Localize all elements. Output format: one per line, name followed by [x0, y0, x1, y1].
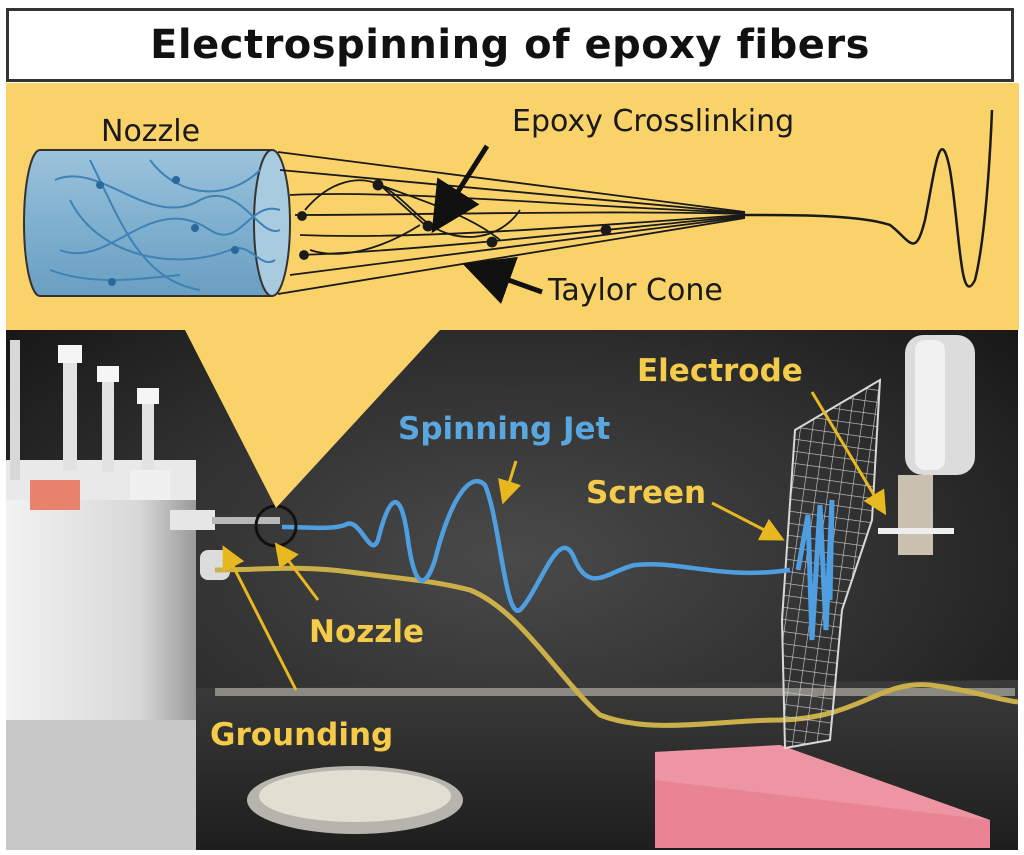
- taylor-cone-label: Taylor Cone: [547, 273, 723, 308]
- title-box: Electrospinning of epoxy fibers: [6, 8, 1014, 82]
- nozzle-cylinder: [23, 149, 291, 297]
- taylor-cone-arrow: [462, 256, 543, 304]
- spinning-jet-label: Spinning Jet: [398, 411, 611, 447]
- spinning-jet-arrow: [498, 460, 522, 505]
- inset-nozzle-label: Nozzle: [101, 114, 200, 149]
- screen-label: Screen: [586, 475, 706, 511]
- grounding-label: Grounding: [210, 717, 393, 753]
- figure-title: Electrospinning of epoxy fibers: [150, 22, 870, 68]
- photo-annotations: Electrode Spinning Jet Screen Nozzle Gro…: [210, 353, 887, 753]
- syringe-pump: [6, 340, 280, 850]
- taylor-cone: [277, 109, 994, 295]
- electrode-arrow: [810, 391, 887, 516]
- photo-panel: [6, 320, 1019, 850]
- deposited-fiber: [795, 499, 835, 641]
- grounding-wire: [214, 565, 1019, 728]
- photo-nozzle-label: Nozzle: [309, 614, 424, 650]
- grounding-arrow: [222, 545, 298, 691]
- nozzle-arrow: [274, 542, 320, 601]
- electrode: [878, 335, 975, 555]
- epoxy-crosslinking-label: Epoxy Crosslinking: [512, 104, 794, 139]
- spinning-jet: [281, 478, 791, 613]
- inset-panel: Nozzle Epoxy Crosslinking Taylor Cone: [6, 83, 1019, 508]
- screen-arrow: [711, 501, 785, 541]
- crosslinking-arrow: [431, 144, 490, 234]
- electrode-label: Electrode: [637, 353, 803, 389]
